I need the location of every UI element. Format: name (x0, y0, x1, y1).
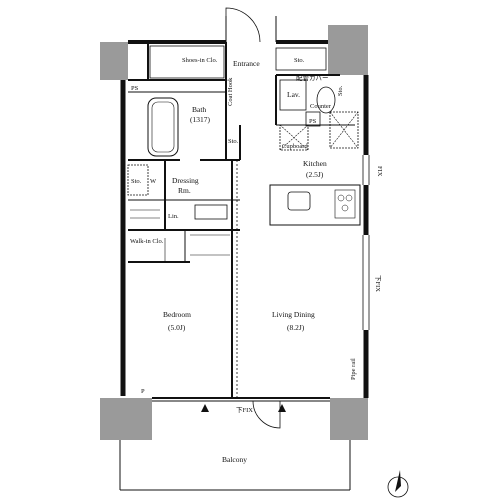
column-bottom-left (100, 398, 152, 440)
label-bath-size: (1317) (190, 115, 210, 124)
entrance-door-swing (225, 7, 261, 43)
interior-walls (128, 42, 355, 398)
entry-arrow-right (278, 404, 286, 412)
label-walkin: Walk-in Clo. (130, 238, 164, 245)
label-p: P (141, 388, 145, 395)
label-sto-lav: Sto. (337, 85, 344, 96)
label-ps-top-left: PS (131, 85, 139, 92)
label-coat-hook: Coat Hook (227, 77, 234, 106)
kitchen-sink (287, 191, 311, 211)
ps-box-lav (305, 111, 321, 127)
toilet (316, 86, 336, 114)
entry-arrow-left (201, 404, 209, 412)
label-sto-top: Sto. (294, 57, 305, 64)
label-counter: Counter (310, 103, 332, 110)
label-fix-living: 下FIX (374, 275, 382, 292)
balcony-rail (119, 440, 351, 491)
bathtub (147, 97, 179, 157)
label-shoes-in-clo: Shoes-in Clo. (182, 57, 218, 64)
right-windows (362, 155, 370, 330)
label-kitchen: Kitchen (303, 159, 327, 168)
label-sto-mid: Sto. (228, 138, 239, 145)
label-fix-bottom: 下FIX (236, 406, 253, 414)
label-sto-small: Sto. (131, 178, 142, 185)
label-cupboard: Cupboard (282, 143, 308, 150)
label-ps-lav: PS (309, 118, 317, 125)
label-living-dining: Living Dining (272, 310, 315, 319)
label-lav: Lav. (287, 90, 300, 99)
label-fix-kitchen: FIX (376, 166, 383, 177)
washer (127, 164, 149, 196)
fridge-box (329, 111, 359, 149)
stove (334, 189, 356, 219)
column-top-left (100, 42, 128, 80)
column-bottom-right (330, 398, 368, 440)
bathtub-inner (151, 101, 175, 153)
label-bedroom: Bedroom (163, 310, 191, 319)
walk-in-hangers (130, 209, 230, 262)
lav-counter (279, 79, 307, 111)
label-balcony: Balcony (222, 455, 247, 464)
column-top-right (328, 25, 368, 75)
cupboard-box (279, 124, 309, 151)
label-bath: Bath (192, 105, 206, 114)
outer-walls (120, 16, 369, 402)
sto-box-top (275, 47, 327, 71)
north-arrow-icon (387, 470, 409, 498)
label-kitchen-size: (2.5J) (306, 170, 324, 179)
washbasin (194, 204, 228, 220)
label-haikan-cover: 配管カバー (296, 73, 329, 82)
kitchen-counter (269, 184, 361, 226)
label-dressing: Dressing (172, 176, 199, 185)
label-living-size: (8.2J) (287, 323, 305, 332)
shoes-closet (149, 45, 225, 79)
label-w: W (150, 178, 157, 185)
label-pipe-rail: Pipe rail (350, 358, 357, 380)
label-dressing-rm: Rm. (178, 186, 191, 195)
label-bedroom-size: (5.0J) (168, 323, 186, 332)
label-entrance: Entrance (233, 59, 260, 68)
balcony-door-swing (252, 400, 281, 429)
label-lin: Lin. (168, 213, 179, 220)
